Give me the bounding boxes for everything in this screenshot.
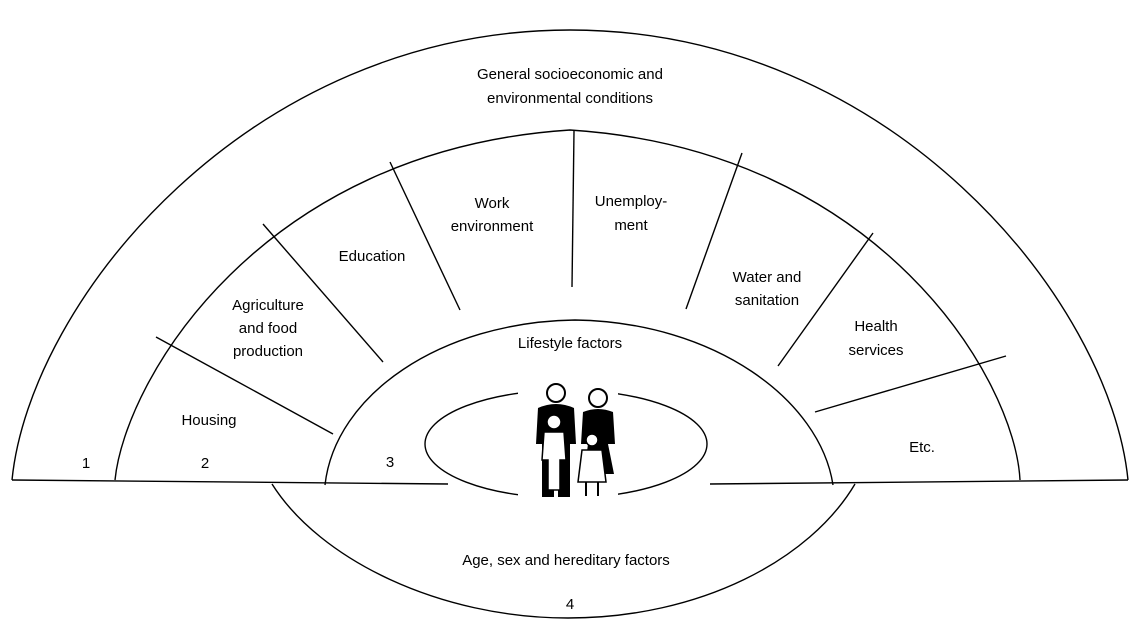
sector-work-label-line-2: environment (451, 218, 534, 235)
sector-health-label-line-2: services (848, 342, 903, 359)
sector-unemployment-label-line-1: Unemploy- (595, 193, 668, 210)
sector-housing-label: Housing (181, 412, 236, 429)
sector-work-label-line-1: Work (475, 195, 510, 212)
baseline (11, 479, 449, 485)
outer-arc (11, 29, 1129, 481)
sector-agriculture-label-line-3: production (233, 343, 303, 360)
sector-education-label: Education (339, 248, 406, 265)
sector-health-label-line-1: Health (854, 318, 897, 335)
family-icon (518, 382, 618, 500)
sector-agriculture-label-line-2: and food (239, 320, 297, 337)
divider-agriculture-education (262, 223, 384, 363)
sector-unemployment-label-line-2: ment (614, 217, 648, 234)
divider-health-etc (814, 355, 1007, 413)
core-arc (271, 483, 856, 619)
layer-number-2: 2 (201, 455, 209, 472)
sector-agriculture-label-line-1: Agriculture (232, 297, 304, 314)
divider-housing-agriculture (155, 336, 334, 435)
sector-water-label-line-2: sanitation (735, 292, 799, 309)
outer-layer-label-line-2: environmental conditions (487, 90, 653, 107)
sector-etc-label: Etc. (909, 439, 935, 456)
divider-unemployment-water (685, 152, 743, 310)
sector-water-label-line-1: Water and (733, 269, 802, 286)
inner-arc (324, 319, 834, 486)
divider-education-work (389, 161, 461, 311)
inner-layer-label: Lifestyle factors (518, 335, 622, 352)
layer-number-4: 4 (566, 596, 574, 613)
baseline-right (709, 479, 1129, 485)
middle-arc (114, 129, 1021, 481)
layer-number-3: 3 (386, 454, 394, 471)
outer-layer-label-line-1: General socioeconomic and (477, 66, 663, 83)
layer-number-1: 1 (82, 455, 90, 472)
divider-work-unemployment (571, 130, 575, 288)
divider-water-health (777, 232, 874, 367)
core-layer-label: Age, sex and hereditary factors (462, 552, 670, 569)
